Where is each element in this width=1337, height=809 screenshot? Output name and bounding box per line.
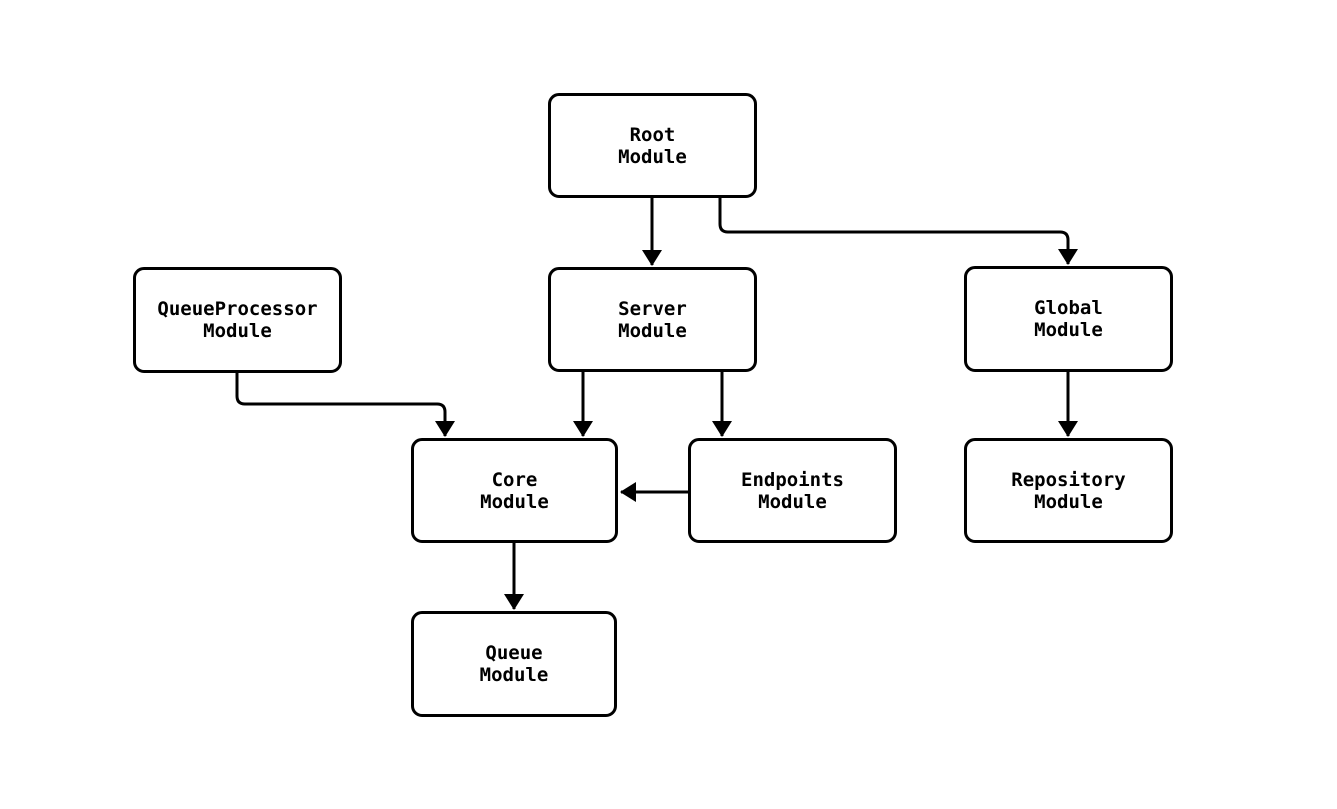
node-label-repository: Repository Module	[1011, 468, 1126, 513]
node-server-module: Server Module	[548, 267, 757, 372]
node-label-queue: Queue Module	[479, 642, 549, 686]
node-label-queueprocessor: QueueProcessor Module	[157, 298, 318, 342]
node-label-global: Global Module	[1034, 297, 1103, 341]
node-endpoints-module: Endpoints Module	[688, 438, 897, 543]
edge-queueprocessor-to-core	[235, 373, 455, 437]
node-queueprocessor-module: QueueProcessor Module	[133, 267, 342, 373]
edge-group	[235, 198, 1078, 610]
node-label-root: Root Module	[618, 123, 687, 168]
node-repository-module: Repository Module	[964, 438, 1173, 543]
node-root-module: Root Module	[548, 93, 757, 198]
node-queue-module: Queue Module	[411, 611, 617, 717]
edge-root-to-global	[718, 198, 1078, 265]
node-label-endpoints: Endpoints Module	[741, 468, 844, 513]
node-label-core: Core Module	[480, 468, 549, 513]
node-global-module: Global Module	[964, 266, 1173, 372]
node-core-module: Core Module	[411, 438, 618, 543]
node-label-server: Server Module	[618, 297, 687, 342]
